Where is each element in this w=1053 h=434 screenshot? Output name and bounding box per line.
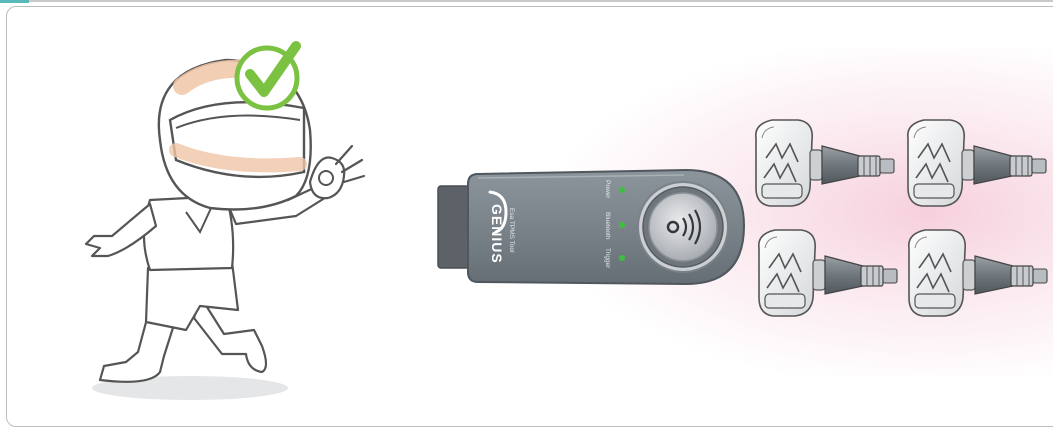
brand-name: GENIUS	[489, 204, 505, 264]
bluetooth-label: Bluetooth	[604, 212, 611, 240]
tpms-sensor-top-left	[756, 120, 894, 206]
trigger-button[interactable]	[649, 193, 717, 261]
tpms-sensor-bottom-right	[909, 230, 1047, 316]
power-led	[619, 187, 625, 193]
tpms-sensor-top-right	[908, 120, 1046, 206]
tpms-sensor-bottom-left	[759, 230, 897, 316]
trigger-label: Trigger	[604, 248, 611, 269]
model-name: Esa TPMS Tool	[508, 208, 515, 253]
trigger-led	[619, 255, 625, 261]
power-label: Power	[604, 180, 611, 199]
bluetooth-led	[619, 222, 625, 228]
rider-character	[86, 60, 364, 400]
checkmark-icon	[237, 46, 297, 108]
tpms-device: Power Bluetooth Trigger GENIUS Esa TPMS …	[438, 170, 744, 284]
